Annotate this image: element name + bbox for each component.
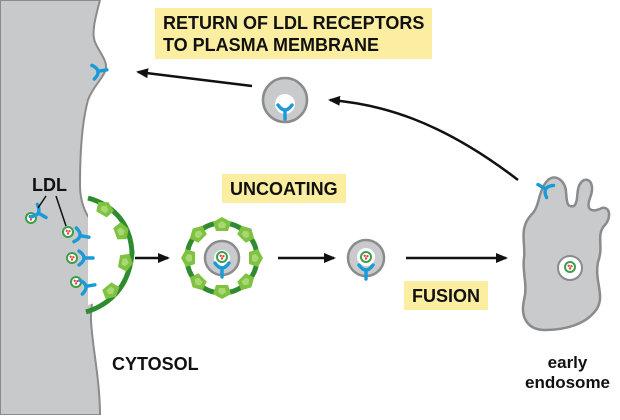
return-receptors-banner: RETURN OF LDL RECEPTORS TO PLASMA MEMBRA…: [155, 8, 433, 59]
return-title-line1: RETURN OF LDL RECEPTORS: [163, 13, 425, 33]
recycling-vesicle: [261, 76, 309, 124]
ldl-particle: [62, 226, 74, 238]
ldl-label: LDL: [32, 175, 67, 195]
uncoating-banner: UNCOATING: [222, 174, 346, 203]
fusion-banner: FUSION: [404, 281, 489, 310]
ldl-particle: [66, 252, 78, 264]
clathrin-triskelion: [213, 217, 231, 231]
ldl-pointer-line: [37, 195, 47, 209]
clathrin-triskelion: [181, 249, 195, 267]
cytosol-label: CYTOSOL: [112, 354, 199, 374]
ldl-particle: [360, 251, 372, 263]
arrow-return-to-membrane: [136, 68, 253, 88]
clathrin-triskelion: [213, 285, 231, 299]
plasma-membrane: [0, 0, 108, 416]
ldl-particle: [564, 261, 576, 273]
ldl-pointer-line: [55, 195, 67, 227]
arrow-return-to-vesicle: [328, 95, 519, 181]
return-title-line2: TO PLASMA MEMBRANE: [163, 35, 379, 55]
coated-vesicle: [181, 217, 263, 299]
endosome-label-line1: early: [547, 353, 588, 372]
early-endosome-label: early endosome: [525, 353, 610, 393]
endosome-label-line2: endosome: [525, 373, 611, 392]
uncoated-vesicle: [346, 238, 386, 281]
clathrin-triskelion: [249, 249, 263, 267]
ldl-particle: [216, 251, 228, 263]
early-endosome: [521, 176, 611, 332]
coated-pit: [62, 195, 135, 315]
